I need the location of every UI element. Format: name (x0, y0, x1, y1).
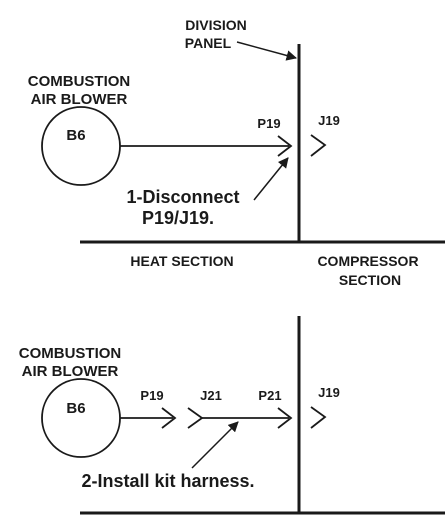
blower-b6-circle-lower (41, 378, 121, 458)
combustion-air-blower-label-line1: COMBUSTION (28, 73, 131, 90)
step-2-text: 2-Install kit harness. (81, 471, 254, 491)
step-1-leader (253, 157, 289, 201)
division-panel-leader (236, 41, 298, 61)
step-1-line2: P19/J19. (142, 208, 214, 228)
j19-label-lower: J19 (318, 385, 340, 400)
p21-label: P21 (258, 388, 281, 403)
compressor-section-label-line1: COMPRESSOR (317, 253, 418, 269)
j19-jack-symbol-lower (310, 406, 327, 429)
p19-label: P19 (257, 116, 280, 131)
bottom-diagram: COMBUSTION AIR BLOWER B6 P19 J21 P21 J19… (19, 316, 445, 515)
j21-jack-symbol (187, 407, 204, 429)
division-panel-label-line1: DIVISION (185, 17, 246, 33)
combustion-air-blower-label-line2: AIR BLOWER (31, 91, 128, 108)
j19-jack-symbol (310, 134, 327, 157)
top-diagram: DIVISION PANEL COMBUSTION AIR BLOWER B6 … (28, 17, 445, 288)
blower-b6-circle (41, 106, 121, 186)
blower-b6-label: B6 (66, 127, 85, 144)
division-panel-label-line2: PANEL (185, 35, 232, 51)
p19-plug-symbol-lower (161, 407, 177, 429)
step-1-line1: 1-Disconnect (126, 187, 239, 207)
combustion-air-blower-label-line1-lower: COMBUSTION (19, 345, 122, 362)
step-2-leader (191, 421, 239, 469)
heat-section-label: HEAT SECTION (130, 253, 233, 269)
combustion-air-blower-label-line2-lower: AIR BLOWER (22, 363, 119, 380)
blower-b6-label-lower: B6 (66, 400, 85, 417)
compressor-section-label-line2: SECTION (339, 272, 401, 288)
p21-plug-symbol (277, 407, 293, 429)
p19-plug-symbol (277, 135, 293, 157)
j19-label: J19 (318, 113, 340, 128)
p19-label-lower: P19 (140, 388, 163, 403)
j21-label: J21 (200, 388, 222, 403)
